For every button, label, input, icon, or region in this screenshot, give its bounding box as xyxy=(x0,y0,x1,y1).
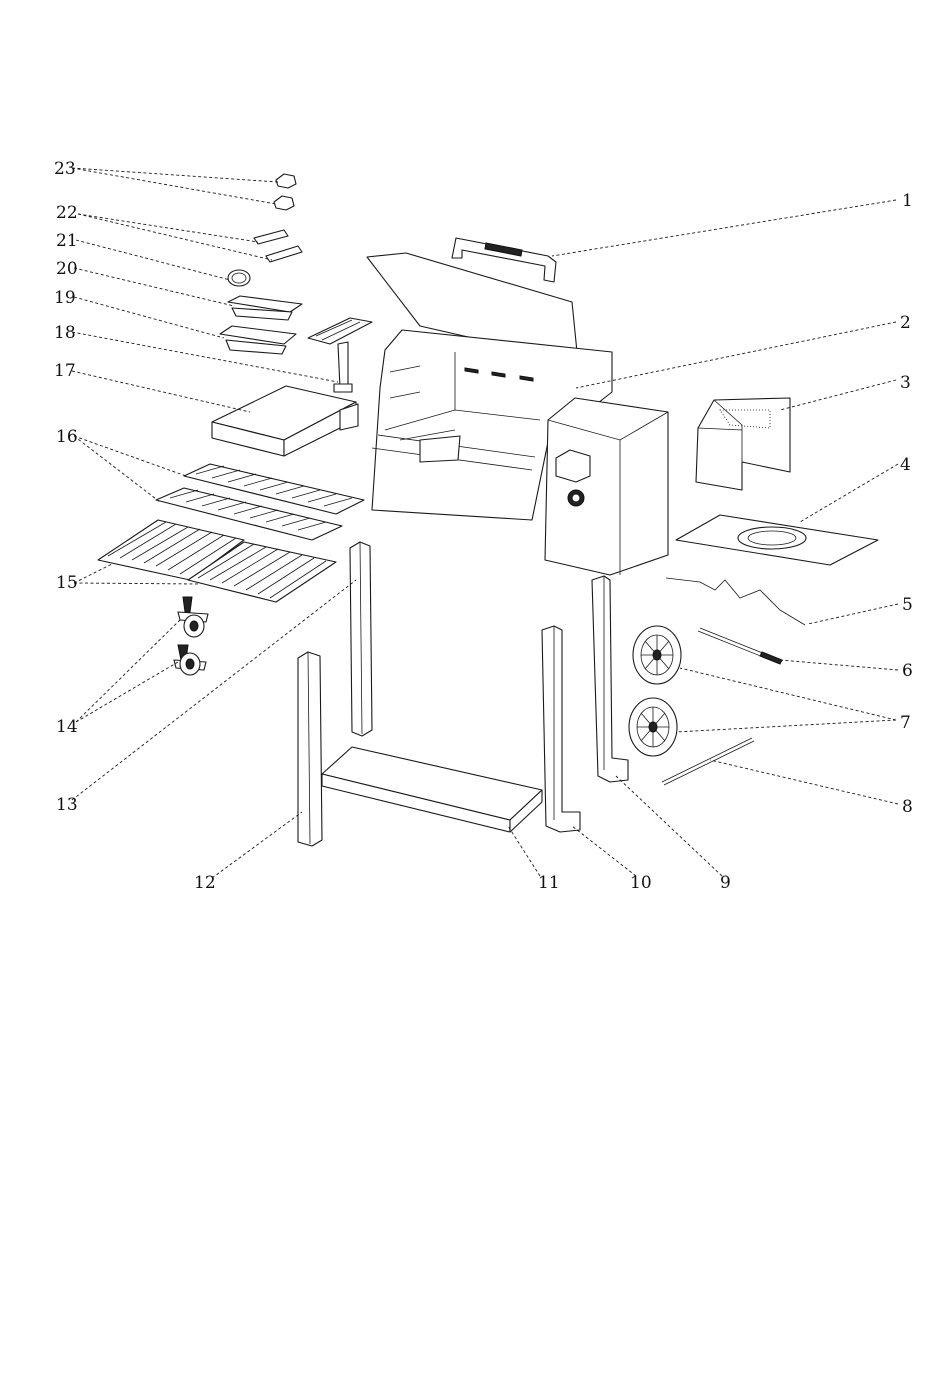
part-grease-tray xyxy=(220,326,296,354)
callout-1: 1 xyxy=(902,191,913,211)
part-leg-12 xyxy=(298,652,322,846)
part-heat-deflector xyxy=(212,386,358,456)
part-leg-10 xyxy=(542,626,580,832)
callout-9: 9 xyxy=(720,873,731,893)
callout-7: 7 xyxy=(900,713,911,733)
callout-12: 12 xyxy=(194,873,216,893)
callout-20: 20 xyxy=(56,259,78,279)
part-rod xyxy=(698,628,782,664)
callout-8: 8 xyxy=(902,797,913,817)
part-hinge-clip xyxy=(274,174,296,210)
callout-5: 5 xyxy=(902,595,913,615)
callout-21: 21 xyxy=(56,231,78,251)
part-leg-9 xyxy=(592,576,628,782)
part-hopper xyxy=(545,398,668,575)
part-wheel xyxy=(633,626,681,684)
callout-13: 13 xyxy=(56,795,78,815)
part-wheel xyxy=(629,698,677,756)
part-caster xyxy=(178,597,208,637)
callout-6: 6 xyxy=(902,661,913,681)
part-knob xyxy=(228,270,250,286)
callout-22: 22 xyxy=(56,203,78,223)
callout-3: 3 xyxy=(900,373,911,393)
part-tray-liner xyxy=(228,296,302,320)
callout-15: 15 xyxy=(56,573,78,593)
callout-4: 4 xyxy=(900,455,911,475)
callout-11: 11 xyxy=(538,873,560,893)
part-bottom-shelf xyxy=(322,747,542,832)
part-leg-13 xyxy=(350,542,372,736)
part-axle xyxy=(662,738,754,785)
callout-14: 14 xyxy=(56,717,78,737)
part-probe xyxy=(666,578,805,625)
callout-17: 17 xyxy=(54,361,76,381)
callout-10: 10 xyxy=(630,873,652,893)
part-caster xyxy=(174,645,206,675)
callout-23: 23 xyxy=(54,159,76,179)
callout-19: 19 xyxy=(54,288,76,308)
part-side-bracket xyxy=(696,398,790,490)
part-grease-bracket xyxy=(308,318,372,392)
leader-lines xyxy=(72,168,898,878)
callout-16: 16 xyxy=(56,427,78,447)
part-side-shelf xyxy=(676,515,878,565)
callout-2: 2 xyxy=(900,313,911,333)
callout-18: 18 xyxy=(54,323,76,343)
